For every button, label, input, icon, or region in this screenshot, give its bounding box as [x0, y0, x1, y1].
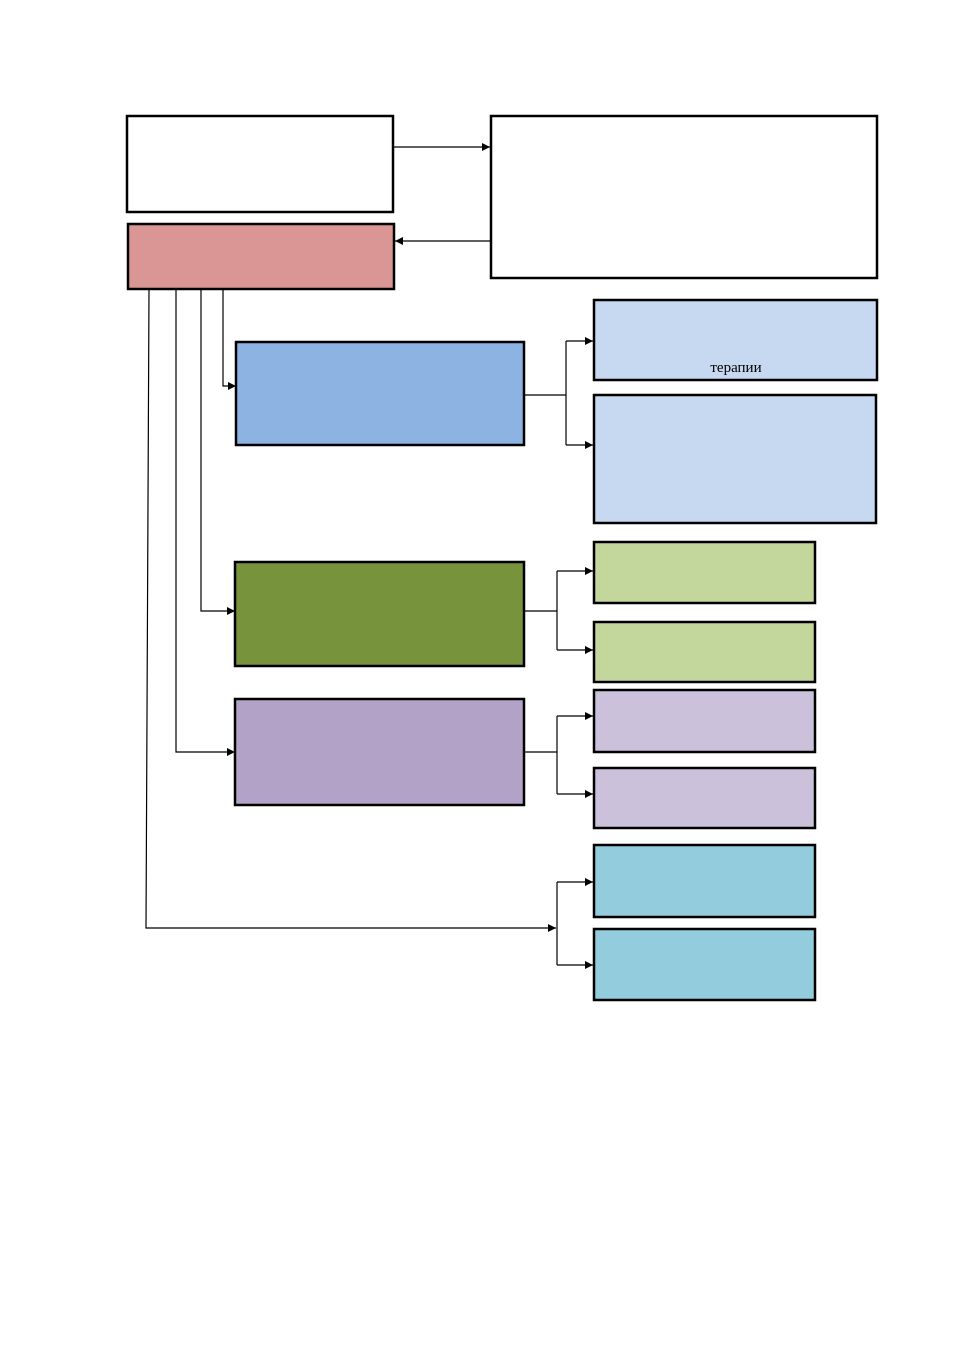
connector-main-to-teal [145, 288, 556, 932]
labels: терапии [710, 360, 761, 376]
top-left-box [125, 114, 395, 214]
purple-main-box [233, 697, 526, 807]
green-main-box [233, 560, 526, 668]
boxes [125, 114, 879, 1002]
teal-sub-box-2 [592, 927, 817, 1002]
blue-main-box [234, 340, 526, 447]
green-sub-box-2 [592, 620, 817, 684]
purple-sub-box-2 [592, 766, 817, 830]
green-sub-box-1 [592, 540, 817, 605]
teal-sub-box-1 [592, 843, 817, 919]
connector-main-to-blue [222, 289, 236, 390]
connectors [145, 143, 593, 969]
connector-main-to-green [200, 289, 235, 615]
blue-sub-box-1-label: терапии [710, 360, 761, 376]
connector-main-to-purple [175, 289, 235, 756]
main-red-box [126, 222, 396, 291]
top-right-box [489, 114, 879, 280]
blue-sub-box-2 [592, 393, 878, 525]
blue-sub-box-1 [592, 298, 879, 382]
purple-sub-box-1 [592, 688, 817, 754]
